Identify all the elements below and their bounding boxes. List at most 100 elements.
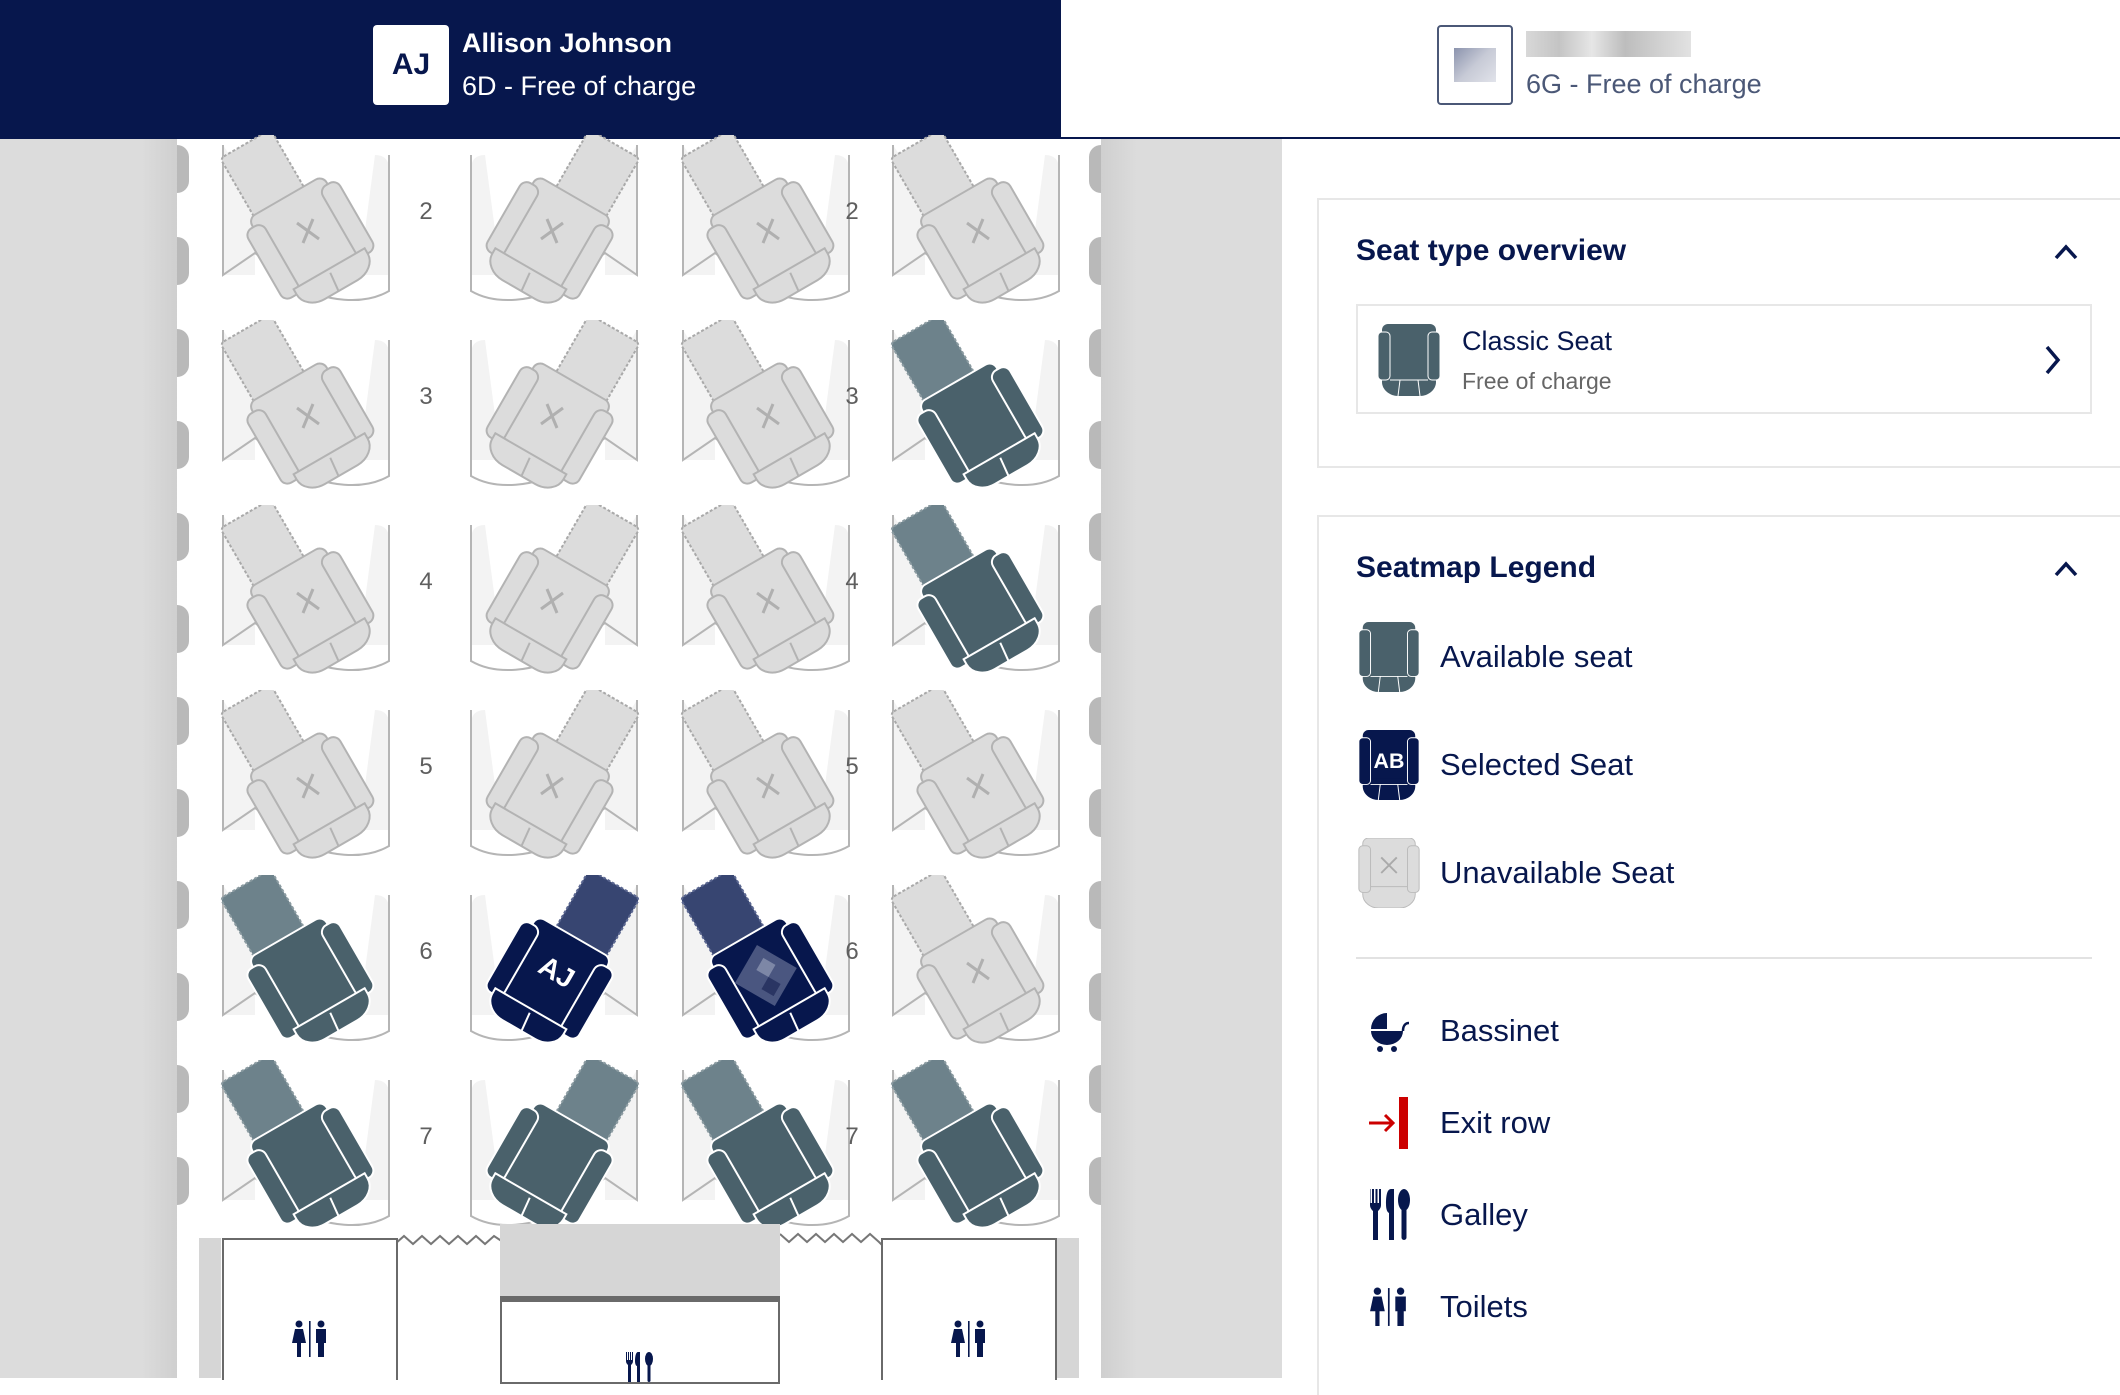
row-number: 7 <box>419 1123 433 1150</box>
legend-label: Galley <box>1440 1197 1528 1232</box>
redacted-passenger-name <box>1526 30 1691 57</box>
selected-seat-icon: AB <box>1358 730 1420 800</box>
seat-type-price: Free of charge <box>1462 368 1612 394</box>
seat-7D[interactable] <box>465 1054 645 1230</box>
legend-exit-row: Exit row <box>1356 1087 1550 1159</box>
seat-2G <box>675 129 855 305</box>
lavatory-right[interactable] <box>881 1238 1057 1380</box>
legend-bassinet: Bassinet <box>1356 995 1559 1067</box>
window <box>177 789 189 837</box>
seat-7A[interactable] <box>215 1054 395 1230</box>
row-number: 5 <box>845 753 859 780</box>
available-seat-icon <box>1358 622 1420 692</box>
toilet-icon <box>951 1320 985 1357</box>
curtain-right <box>780 1232 885 1249</box>
seat-6D[interactable]: AJ <box>465 869 645 1045</box>
window <box>1089 329 1101 377</box>
galley[interactable] <box>500 1302 780 1384</box>
galley-counter <box>500 1224 780 1302</box>
window <box>1089 421 1101 469</box>
legend-label: Exit row <box>1440 1105 1551 1140</box>
seat-4A <box>215 499 395 675</box>
fuselage-left-margin <box>0 139 177 1378</box>
window <box>1089 237 1101 285</box>
active-passenger-tab[interactable]: AJ Allison Johnson 6D - Free of charge <box>0 0 1061 139</box>
seat-type-overview-panel: Seat type overview Classic Seat Free of … <box>1317 198 2120 468</box>
row-number: 4 <box>419 568 433 595</box>
seat-3A <box>215 314 395 490</box>
seat-7K[interactable] <box>885 1054 1065 1230</box>
row-number: 6 <box>845 938 859 965</box>
seat-type-name: Classic Seat <box>1462 326 1613 356</box>
exit-row-icon <box>1369 1097 1408 1149</box>
window <box>1089 881 1101 929</box>
window <box>1089 1065 1101 1113</box>
classic-seat-icon <box>1378 324 1440 396</box>
legend-label: Unavailable Seat <box>1440 855 1675 890</box>
seat-2A <box>215 129 395 305</box>
window <box>177 329 189 377</box>
toilets-icon <box>1370 1287 1406 1326</box>
window <box>1089 605 1101 653</box>
legend-label: Toilets <box>1440 1289 1528 1324</box>
seat-3D <box>465 314 645 490</box>
row-number: 3 <box>845 383 859 410</box>
row-number: 2 <box>845 198 859 225</box>
seat-6K <box>885 869 1065 1045</box>
seat-4K[interactable] <box>885 499 1065 675</box>
seat-6A[interactable] <box>215 869 395 1045</box>
seat-6G[interactable] <box>675 869 855 1045</box>
chevron-up-icon[interactable] <box>2052 238 2080 266</box>
legend-label: Available seat <box>1440 639 1633 674</box>
passenger-redacted[interactable]: 6G - Free of charge <box>1437 25 1762 105</box>
passenger-seat-info: 6G - Free of charge <box>1526 68 1762 99</box>
window <box>1089 697 1101 745</box>
seat-5G <box>675 684 855 860</box>
window <box>1089 145 1101 193</box>
seat-7G[interactable] <box>675 1054 855 1230</box>
seat-5D <box>465 684 645 860</box>
chevron-up-icon[interactable] <box>2052 555 2080 583</box>
legend-available-seat: Available seat <box>1356 621 1632 693</box>
legend-toilets: Toilets <box>1356 1271 1528 1343</box>
seat-3K[interactable] <box>885 314 1065 490</box>
legend-label: Bassinet <box>1440 1013 1559 1048</box>
legend-selected-seat: AB Selected Seat <box>1356 729 1633 801</box>
window <box>177 697 189 745</box>
passenger-seat-info: 6D - Free of charge <box>462 71 697 101</box>
bulkhead-left <box>199 1238 221 1378</box>
fuselage-right-margin <box>1101 139 1282 1378</box>
seat-5A <box>215 684 395 860</box>
seat-4G <box>675 499 855 675</box>
window <box>1089 789 1101 837</box>
lavatory-left[interactable] <box>222 1238 398 1380</box>
legend-label: Selected Seat <box>1440 747 1634 782</box>
passenger-allison-johnson[interactable]: AJ Allison Johnson 6D - Free of charge <box>373 25 696 105</box>
window <box>177 1065 189 1113</box>
window <box>177 881 189 929</box>
seat-4D <box>465 499 645 675</box>
seat-5K <box>885 684 1065 860</box>
row-number: 6 <box>419 938 433 965</box>
window <box>177 145 189 193</box>
window <box>177 421 189 469</box>
window <box>177 237 189 285</box>
row-number: 7 <box>845 1123 859 1150</box>
legend-divider <box>1356 957 2092 959</box>
passenger-avatar: AJ <box>373 25 449 105</box>
redacted-initials <box>1454 48 1496 82</box>
seat-type-classic[interactable]: Classic Seat Free of charge <box>1356 304 2092 414</box>
seat-2D <box>465 129 645 305</box>
passenger-name: Allison Johnson <box>462 28 673 58</box>
row-number: 5 <box>419 753 433 780</box>
window <box>177 513 189 561</box>
seat-type-overview-title: Seat type overview <box>1356 234 1627 267</box>
seatmap-legend-title: Seatmap Legend <box>1356 551 1597 584</box>
window <box>177 1157 189 1205</box>
seat-2K <box>885 129 1065 305</box>
chevron-right-icon[interactable] <box>2042 344 2062 376</box>
row-number: 4 <box>845 568 859 595</box>
bassinet-icon <box>1371 1013 1410 1052</box>
unavailable-seat-icon <box>1358 838 1420 908</box>
second-passenger-tab[interactable]: 6G - Free of charge <box>1061 0 2120 139</box>
